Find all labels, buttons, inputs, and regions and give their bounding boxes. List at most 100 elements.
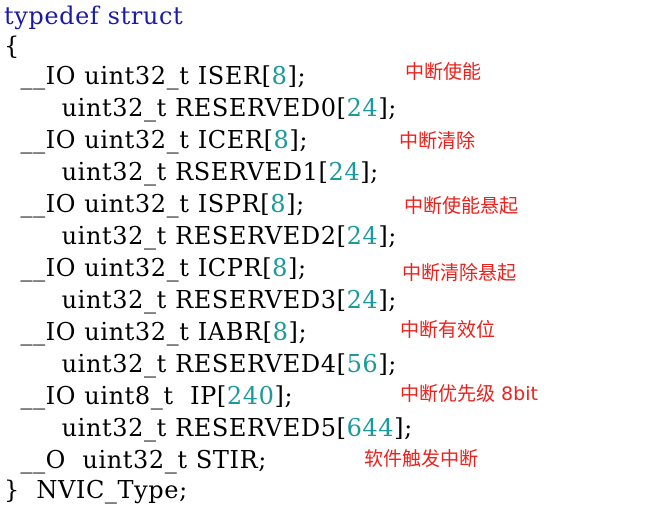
bracket-close: ] — [378, 222, 389, 250]
code-line-reserved4: uint32_t RESERVED4[56]; — [4, 348, 397, 380]
indent — [4, 222, 62, 250]
code-line-open-brace: { — [4, 30, 20, 62]
semicolon: ; — [404, 414, 413, 442]
keyword-struct: struct — [107, 2, 184, 30]
type: uint32_t — [84, 62, 190, 90]
qualifier: __IO — [20, 62, 77, 90]
array-size: 24 — [346, 94, 379, 122]
type: uint32_t — [84, 318, 190, 346]
code-line-rserved1: uint32_t RSERVED1[24]; — [4, 156, 379, 188]
bracket-close: ] — [288, 318, 299, 346]
annotation-icpr: 中断清除悬起 — [402, 262, 517, 284]
array-size: 240 — [226, 382, 275, 410]
code-line-reserved3: uint32_t RESERVED3[24]; — [4, 284, 397, 316]
bracket-close: ] — [394, 414, 405, 442]
type: uint32_t — [61, 414, 167, 442]
array-size: 8 — [270, 190, 287, 218]
code-line-icpr: __IO uint32_t ICPR[8]; — [4, 252, 307, 284]
field-name: RESERVED0 — [175, 94, 337, 122]
bracket-close: ] — [360, 158, 371, 186]
array-size: 644 — [346, 414, 395, 442]
field-name: IP — [190, 382, 217, 410]
indent — [4, 190, 20, 218]
field-name: RSERVED1 — [175, 158, 319, 186]
field-name: RESERVED5 — [175, 414, 337, 442]
semicolon: ; — [258, 446, 267, 474]
type: uint8_t — [84, 382, 182, 410]
code-line-reserved5: uint32_t RESERVED5[644]; — [4, 412, 413, 444]
indent — [4, 318, 20, 346]
array-size: 56 — [346, 350, 379, 378]
semicolon: ; — [388, 222, 397, 250]
type: uint32_t — [61, 158, 167, 186]
indent — [4, 158, 62, 186]
type: uint32_t — [84, 254, 190, 282]
type: uint32_t — [61, 350, 167, 378]
qualifier: __O — [20, 446, 75, 474]
bracket-close: ] — [378, 94, 389, 122]
array-size: 8 — [272, 318, 289, 346]
indent — [4, 254, 20, 282]
field-name: ISPR — [197, 190, 261, 218]
field-name: RESERVED3 — [175, 286, 337, 314]
type: uint32_t — [82, 446, 188, 474]
indent — [4, 350, 62, 378]
open-brace: { — [4, 32, 20, 60]
array-size: 24 — [346, 222, 379, 250]
field-name: ICER — [197, 126, 264, 154]
bracket-close: ] — [286, 190, 297, 218]
bracket-close: ] — [274, 382, 285, 410]
code-line-iabr: __IO uint32_t IABR[8]; — [4, 316, 307, 348]
code-line-ip: __IO uint8_t IP[240]; — [4, 380, 293, 412]
annotation-iser: 中断使能 — [405, 61, 482, 83]
bracket-open: [ — [262, 318, 273, 346]
bracket-open: [ — [260, 190, 271, 218]
annotation-iabr: 中断有效位 — [400, 319, 496, 341]
array-size: 24 — [346, 286, 379, 314]
semicolon: ; — [179, 476, 188, 504]
annotation-ip: 中断优先级 8bit — [400, 383, 538, 405]
indent — [4, 126, 20, 154]
qualifier: __IO — [20, 190, 77, 218]
field-name: ISER — [197, 62, 262, 90]
field-name: STIR — [195, 446, 259, 474]
qualifier: __IO — [20, 382, 77, 410]
semicolon: ; — [297, 62, 307, 90]
type: uint32_t — [84, 190, 190, 218]
semicolon: ; — [296, 190, 305, 218]
bracket-open: [ — [318, 158, 329, 186]
type: uint32_t — [84, 126, 190, 154]
qualifier: __IO — [20, 254, 77, 282]
annotation-ispr: 中断使能悬起 — [404, 195, 519, 217]
indent — [4, 286, 62, 314]
array-size: 8 — [272, 254, 289, 282]
qualifier: __IO — [20, 318, 77, 346]
semicolon: ; — [284, 382, 294, 410]
bracket-open: [ — [336, 350, 347, 378]
field-name: ICPR — [197, 254, 263, 282]
semicolon: ; — [298, 254, 307, 282]
indent — [4, 382, 20, 410]
semicolon: ; — [299, 126, 309, 154]
semicolon: ; — [388, 94, 397, 122]
code-line-typedef: typedef struct — [4, 0, 183, 32]
type-name: NVIC_Type — [36, 476, 180, 504]
close-brace: } — [4, 476, 20, 504]
indent — [4, 62, 20, 90]
array-size: 8 — [273, 126, 290, 154]
semicolon: ; — [370, 158, 379, 186]
type: uint32_t — [61, 286, 167, 314]
type: uint32_t — [61, 94, 167, 122]
field-name: RESERVED2 — [175, 222, 337, 250]
array-size: 24 — [328, 158, 361, 186]
bracket-open: [ — [336, 286, 347, 314]
code-line-reserved0: uint32_t RESERVED0[24]; — [4, 92, 397, 124]
field-name: RESERVED4 — [175, 350, 337, 378]
annotation-stir: 软件触发中断 — [364, 448, 479, 470]
code-line-icer: __IO uint32_t ICER[8]; — [4, 124, 308, 156]
qualifier: __IO — [20, 126, 77, 154]
indent — [4, 446, 20, 474]
code-line-close-struct: } NVIC_Type; — [4, 474, 188, 506]
bracket-open: [ — [336, 222, 347, 250]
annotation-icer: 中断清除 — [399, 130, 476, 152]
